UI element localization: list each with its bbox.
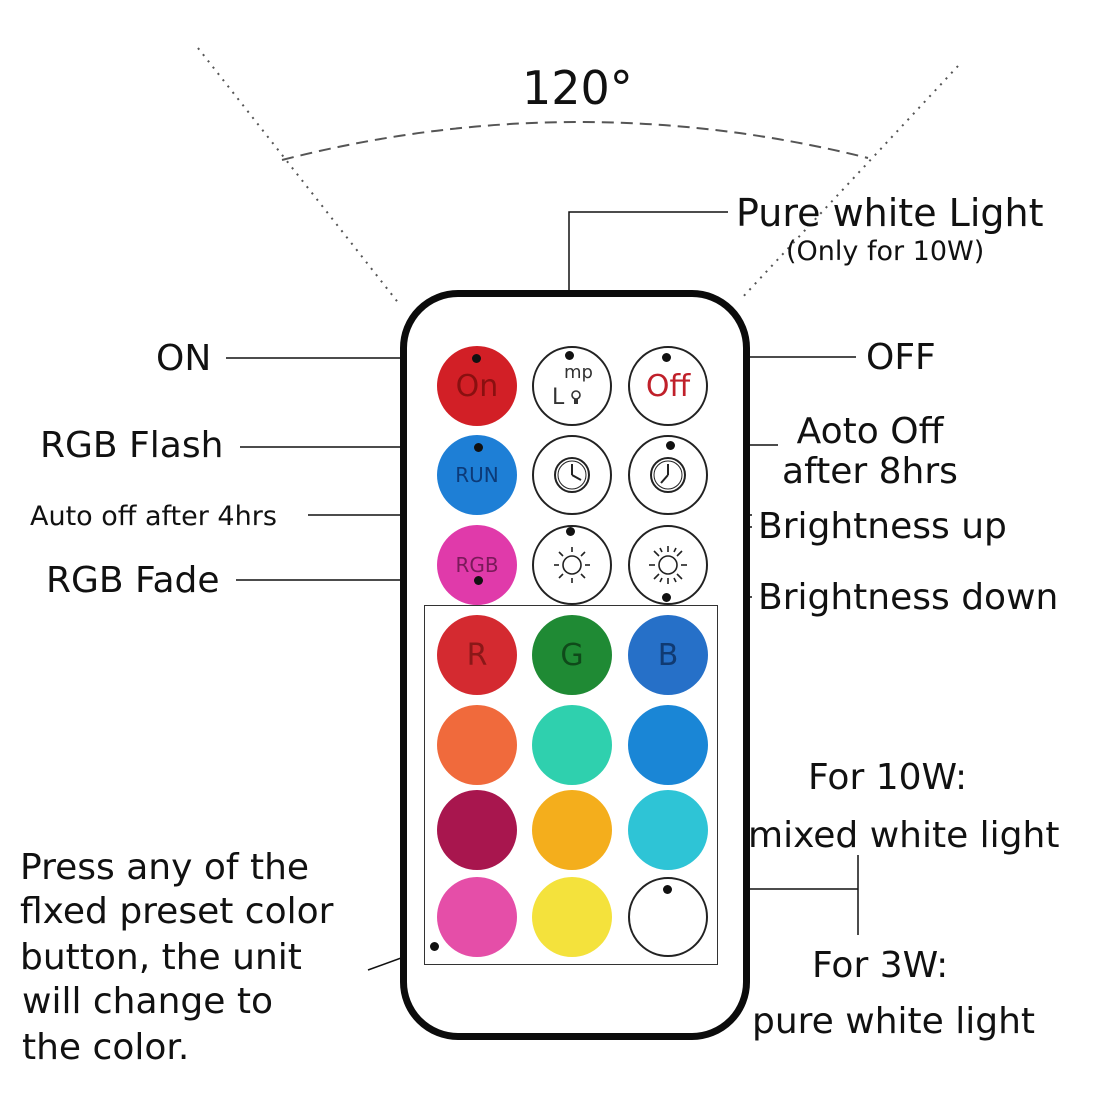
red-button[interactable]: R (437, 615, 517, 695)
on-button-label: On (455, 368, 499, 404)
pointer-dot (661, 352, 671, 362)
sun-icon (649, 546, 687, 584)
bulb-shape (571, 390, 581, 400)
timer-4h-button[interactable] (532, 435, 612, 515)
label-rgb-fade: RGB Fade (46, 560, 220, 601)
lamp-label-top: mp (564, 362, 593, 383)
pointer-dot (661, 592, 671, 602)
label-for-10w: For 10W: (808, 757, 968, 798)
label-brightness-up: Brightness up (758, 506, 1007, 547)
clock-icon (650, 457, 686, 493)
on-button[interactable]: On (437, 346, 517, 426)
brightness-up-button[interactable] (532, 525, 612, 605)
beam-angle-label: 120° (522, 61, 633, 115)
lamp-button[interactable]: mp L (532, 346, 612, 426)
preset-color-group (424, 605, 718, 965)
preset-color-button[interactable] (628, 790, 708, 870)
green-button-label: G (560, 637, 584, 673)
label-preset-line2: flxed preset color (20, 891, 334, 932)
pointer-dot (429, 941, 439, 951)
label-pure-white: pure white light (752, 1001, 1036, 1042)
pointer-dot (564, 350, 574, 360)
preset-color-button[interactable] (437, 877, 517, 957)
off-button-label: Off (645, 368, 691, 404)
label-brightness-down: Brightness down (758, 577, 1059, 618)
green-button[interactable]: G (532, 615, 612, 695)
rgb-button-label: RGB (455, 553, 499, 577)
sun-icon (554, 547, 590, 583)
label-auto-off-4hrs: Auto off after 4hrs (30, 501, 277, 532)
label-rgb-flash: RGB Flash (40, 425, 224, 466)
beam-left-edge (197, 47, 401, 306)
label-pure-white-light: Pure white Light (736, 191, 1044, 235)
blue-button[interactable]: B (628, 615, 708, 695)
label-auto-off-8hrs-line2: after 8hrs (782, 451, 958, 492)
run-button[interactable]: RUN (437, 435, 517, 515)
label-on: ON (156, 338, 212, 379)
pointer-dot (662, 884, 672, 894)
preset-color-button[interactable] (628, 705, 708, 785)
lamp-label-bottom: L (552, 385, 565, 410)
pointer-dot (565, 526, 575, 536)
off-button[interactable]: Off (628, 346, 708, 426)
pointer-dot (665, 440, 675, 450)
pointer-dot (473, 442, 483, 452)
clock-icon (554, 457, 590, 493)
beam-arc (281, 121, 869, 161)
label-mixed-white: mixed white light (748, 815, 1060, 856)
run-button-label: RUN (455, 463, 499, 487)
label-preset-line4: will change to (22, 981, 273, 1022)
label-preset-line1: Press any of the (20, 847, 310, 888)
pointer-dot (473, 575, 483, 585)
label-preset-line5: the color. (22, 1027, 190, 1068)
red-button-label: R (466, 637, 488, 673)
label-off: OFF (866, 337, 936, 378)
preset-color-button[interactable] (437, 790, 517, 870)
preset-color-button[interactable] (437, 705, 517, 785)
rgb-fade-button[interactable]: RGB (437, 525, 517, 605)
lamp-icon: mp L (552, 362, 593, 410)
brightness-down-button[interactable] (628, 525, 708, 605)
label-for-3w: For 3W: (812, 945, 949, 986)
bulb-base (574, 399, 578, 404)
label-auto-off-8hrs-line1: Aoto Off (796, 411, 944, 452)
preset-color-button[interactable] (532, 705, 612, 785)
preset-color-button[interactable] (532, 790, 612, 870)
preset-color-button[interactable] (532, 877, 612, 957)
blue-button-label: B (657, 637, 679, 673)
label-preset-line3: button, the unit (20, 937, 302, 978)
label-only-10w: (Only for 10W) (786, 236, 985, 267)
pointer-dot (471, 353, 481, 363)
